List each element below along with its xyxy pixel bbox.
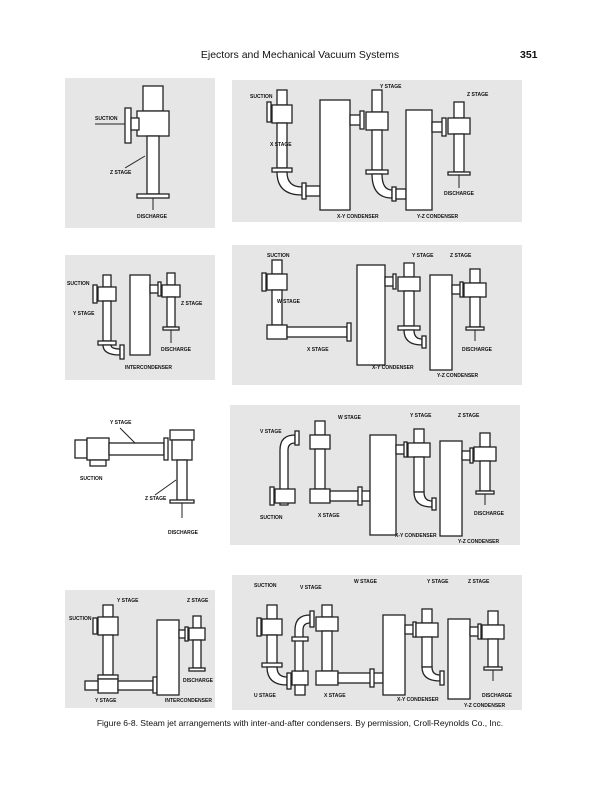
diagram-two-stage-non-condensing: Y STAGE SUCTION Z STAGE DISCHARGE [60,410,215,540]
diagram-single-stage: SUCTION Z STAGE DISCHARGE [65,78,215,228]
label-x-y-condenser: X-Y CONDENSER [337,214,379,220]
label-discharge: DISCHARGE [474,511,505,517]
label-z-stage: Z STAGE [187,598,209,604]
label-x-stage: X STAGE [318,513,340,519]
label-z-stage: Z STAGE [181,301,203,307]
label-w-stage: W STAGE [338,415,362,421]
label-y-stage: Y STAGE [380,84,402,90]
label-y-stage: Y STAGE [410,413,432,419]
label-y-stage: Y STAGE [110,420,132,426]
label-suction: SUCTION [250,94,273,100]
label-y-stage-top: Y STAGE [117,598,139,604]
label-w-stage: W STAGE [354,579,378,585]
label-intercondenser: INTERCONDENSER [165,698,212,704]
label-suction: SUCTION [67,281,90,287]
label-discharge: DISCHARGE [462,347,493,353]
diagram-three-stage-two-condensers: SUCTION X STAGE Y STAGE Z STAGE DISCHARG… [232,80,522,222]
label-z-stage: Z STAGE [145,496,167,502]
label-z-stage: Z STAGE [468,579,490,585]
label-discharge: DISCHARGE [161,347,192,353]
label-x-stage: X STAGE [307,347,329,353]
label-discharge: DISCHARGE [137,214,168,220]
label-suction: SUCTION [254,583,277,589]
label-y-stage: Y STAGE [427,579,449,585]
diagram-two-stage-intercondenser-variant: Y STAGE Z STAGE SUCTION Y STAGE DISCHARG… [65,590,215,708]
label-discharge: DISCHARGE [482,693,513,699]
label-z-stage: Z STAGE [458,413,480,419]
label-discharge: DISCHARGE [183,678,214,684]
label-v-stage: V STAGE [300,585,322,591]
label-y-stage: Y STAGE [73,311,95,317]
label-x-stage: X STAGE [270,142,292,148]
label-x-stage: X STAGE [324,693,346,699]
diagram-six-stage-two-condensers: SUCTION V STAGE W STAGE Y STAGE Z STAGE … [232,575,522,710]
label-suction: SUCTION [267,253,290,259]
label-v-stage: V STAGE [260,429,282,435]
diagram-two-stage-intercondenser: SUCTION Y STAGE Z STAGE DISCHARGE INTERC… [65,255,215,380]
label-z-stage: Z STAGE [110,170,132,176]
label-suction: SUCTION [69,616,92,622]
diagram-five-stage-two-condensers: W STAGE V STAGE SUCTION X STAGE Y STAGE … [230,405,520,545]
label-x-y-condenser: X-Y CONDENSER [397,697,439,703]
label-y-stage: Y STAGE [412,253,434,259]
label-y-z-condenser: Y-Z CONDENSER [464,703,506,709]
diagram-four-stage-two-condensers: SUCTION W STAGE X STAGE Y STAGE Z STAGE … [232,245,522,385]
label-y-z-condenser: Y-Z CONDENSER [417,214,459,220]
label-discharge: DISCHARGE [168,530,199,536]
label-suction: SUCTION [80,476,103,482]
label-intercondenser: INTERCONDENSER [125,365,172,371]
running-header-title: Ejectors and Mechanical Vacuum Systems [200,49,400,61]
label-w-stage: W STAGE [277,299,301,305]
label-u-stage: U STAGE [254,693,277,699]
page-number: 351 [520,49,538,61]
label-suction: SUCTION [95,116,118,122]
label-x-y-condenser: X-Y CONDENSER [372,365,414,371]
label-suction: SUCTION [260,515,283,521]
label-z-stage: Z STAGE [450,253,472,259]
label-y-z-condenser: Y-Z CONDENSER [458,539,500,545]
figure-caption: Figure 6-8. Steam jet arrangements with … [96,718,504,728]
label-z-stage: Z STAGE [467,92,489,98]
label-x-y-condenser: X-Y CONDENSER [395,533,437,539]
label-discharge: DISCHARGE [444,191,475,197]
label-y-z-condenser: Y-Z CONDENSER [437,373,479,379]
label-y-stage-bottom: Y STAGE [95,698,117,704]
